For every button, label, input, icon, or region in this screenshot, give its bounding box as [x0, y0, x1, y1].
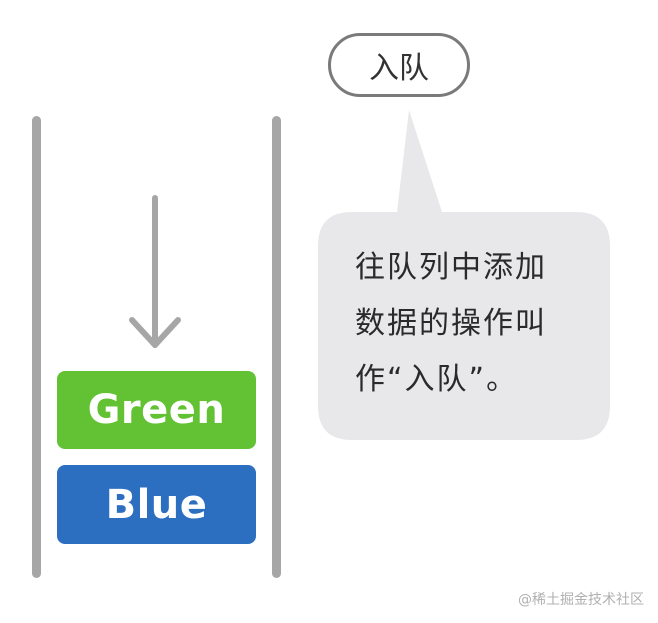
queue-left-wall	[32, 116, 41, 578]
queue-item-green: Green	[57, 371, 256, 449]
enqueue-label: 入队	[328, 33, 470, 97]
bubble-description: 往队列中添加 数据的操作叫 作“入队”。	[355, 250, 547, 397]
enqueue-label-text: 入队	[369, 51, 429, 86]
queue-item-blue: Blue	[57, 465, 256, 544]
speech-bubble	[318, 110, 610, 440]
watermark: @稀土掘金技术社区	[518, 592, 644, 608]
down-arrow-icon	[129, 195, 181, 348]
queue-right-wall	[272, 116, 281, 578]
